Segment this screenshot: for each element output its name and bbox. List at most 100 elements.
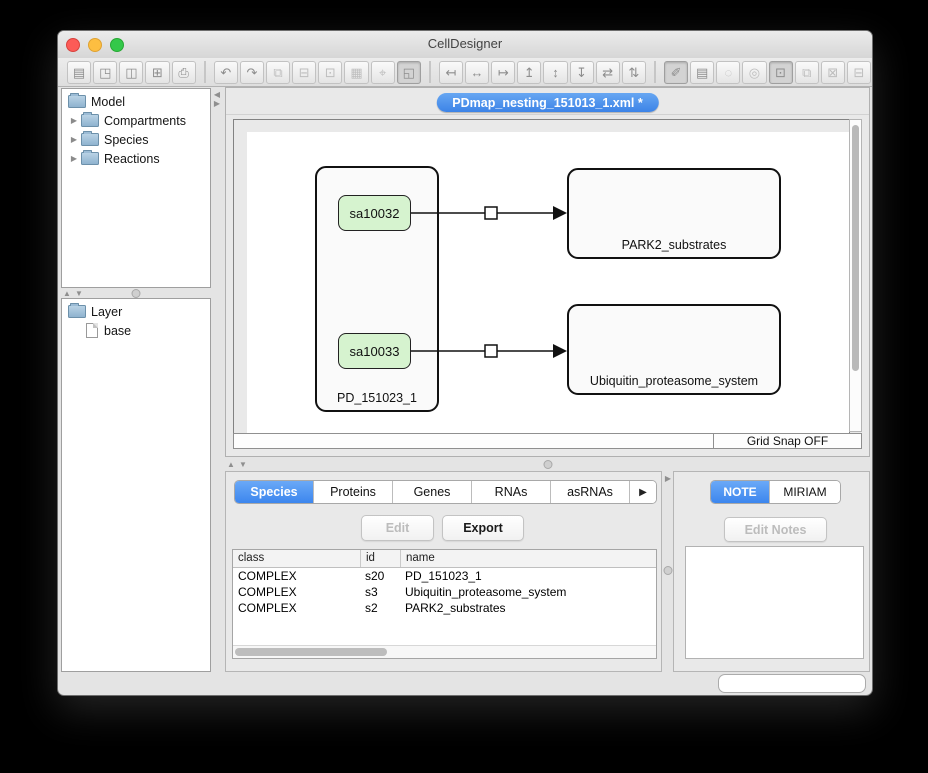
tab-genes[interactable]: Genes [392,481,471,503]
arrowhead-icon [553,206,567,220]
redo-button[interactable]: ↷ [240,61,264,84]
bottom-splitter[interactable]: ▲ ▼ [225,457,870,471]
print-button[interactable]: ⎙ [172,61,196,84]
duplicate-button[interactable]: ⊡ [318,61,342,84]
collapse-down-icon[interactable]: ▼ [73,289,85,298]
properties-button[interactable]: ▤ [690,61,714,84]
notes-tab-bar: NOTE MIRIAM [710,480,841,504]
bottom-middle-splitter[interactable]: ▶ [662,471,673,672]
canvas-vertical-scrollbar[interactable] [849,119,862,432]
group-view-button[interactable]: ⊟ [847,61,871,84]
expand-right-icon[interactable]: ▶ [211,99,223,108]
tree-splitter[interactable]: ▲ ▼ [61,288,211,298]
save-as-button[interactable]: ⊞ [145,61,169,84]
disclosure-triangle-icon[interactable]: ▶ [69,154,79,163]
tree-item-layer[interactable]: Layer [62,302,210,321]
redo-icon: ↷ [246,66,257,79]
edit-notes-button[interactable]: Edit Notes [724,517,827,542]
align-v-center-button[interactable]: ↕ [543,61,567,84]
tree-item-compartments[interactable]: ▶ Compartments [62,111,210,130]
tab-overflow-icon: ▶ [639,487,647,498]
tab-species[interactable]: Species [235,481,313,503]
collapse-up-icon[interactable]: ▲ [225,460,237,469]
layer-notes-button[interactable]: ⊡ [769,61,793,84]
tree-item-label: Species [104,133,148,147]
tree-item-reactions[interactable]: ▶ Reactions [62,149,210,168]
table-row[interactable]: COMPLEX s20 PD_151023_1 [233,568,656,584]
edit-button[interactable]: Edit [361,515,434,541]
tab-asrnas[interactable]: asRNAs [550,481,629,503]
collapse-down-icon[interactable]: ▼ [237,460,249,469]
distribute-h-icon: ⇄ [602,66,613,79]
align-left-button[interactable]: ↤ [439,61,463,84]
complex-view-a-button[interactable]: ⧉ [795,61,819,84]
complex-view-b-button[interactable]: ⊠ [821,61,845,84]
tree-item-species[interactable]: ▶ Species [62,130,210,149]
scrollbar-thumb[interactable] [852,125,859,371]
paint-button[interactable]: ✐ [664,61,688,84]
paste-button[interactable]: ⊟ [292,61,316,84]
column-header-class[interactable]: class [233,550,360,567]
duplicate-icon: ⊡ [325,66,336,79]
splitter-grip[interactable] [543,460,552,469]
align-h-center-button[interactable]: ↔ [465,61,489,84]
left-splitter[interactable]: ◀ ▶ [211,88,225,672]
species-display-b-button[interactable]: ◎ [742,61,766,84]
copy-button[interactable]: ⧉ [266,61,290,84]
table-header: class id name [233,550,656,568]
export-button[interactable]: Export [442,515,524,541]
tab-miriam[interactable]: MIRIAM [769,481,840,503]
distribute-v-icon: ⇅ [628,66,639,79]
distribute-h-button[interactable]: ⇄ [596,61,620,84]
tree-item-model[interactable]: Model [62,92,210,111]
species-display-a-button[interactable]: ◌ [716,61,740,84]
tab-rnas[interactable]: RNAs [471,481,550,503]
splitter-grip[interactable] [663,566,672,575]
tab-note[interactable]: NOTE [711,481,769,503]
collapse-up-icon[interactable]: ▲ [61,289,73,298]
layer-tree-panel[interactable]: Layer base [61,298,211,672]
grid-snap-status: Grid Snap OFF [713,433,862,449]
column-header-id[interactable]: id [360,550,400,567]
tab-proteins[interactable]: Proteins [313,481,392,503]
document-tab[interactable]: PDmap_nesting_151013_1.xml * [436,93,658,112]
canvas-panel: PDmap_nesting_151013_1.xml * PD_151023_1… [225,87,870,457]
save-button[interactable]: ◫ [119,61,143,84]
canvas-horizontal-scrollbar[interactable] [233,433,714,449]
distribute-v-button[interactable]: ⇅ [622,61,646,84]
species-display-a-icon: ◌ [724,66,732,79]
table-horizontal-scrollbar[interactable] [233,645,656,658]
scrollbar-thumb[interactable] [235,648,387,656]
tree-item-base-layer[interactable]: base [62,321,210,340]
diagram-canvas[interactable]: PD_151023_1 sa10032 sa10033 PARK2_substr… [233,119,850,434]
column-header-name[interactable]: name [400,550,656,567]
table-row[interactable]: COMPLEX s3 Ubiquitin_proteasome_system [233,584,656,600]
open-button[interactable]: ◳ [93,61,117,84]
status-field[interactable] [718,674,866,693]
tab-overflow-button[interactable]: ▶ [629,481,656,503]
birds-eye-button[interactable]: ◱ [397,61,421,84]
pointer-button[interactable]: ⌖ [371,61,395,84]
new-button[interactable]: ▤ [67,61,91,84]
toolbar: ▤◳◫⊞⎙↶↷⧉⊟⊡▦⌖◱↤↔↦↥↕↧⇄⇅✐▤◌◎⊡⧉⊠⊟ [58,58,872,87]
disclosure-triangle-icon[interactable]: ▶ [69,135,79,144]
align-bottom-button[interactable]: ↧ [570,61,594,84]
reaction-arrows [234,120,849,433]
document-tab-label: PDmap_nesting_151013_1.xml * [452,96,642,110]
table-row[interactable]: COMPLEX s2 PARK2_substrates [233,600,656,616]
title-bar[interactable]: CellDesigner [58,31,872,59]
new-icon: ▤ [73,66,85,79]
folder-icon [81,133,99,146]
align-top-button[interactable]: ↥ [517,61,541,84]
undo-button[interactable]: ↶ [214,61,238,84]
splitter-grip[interactable] [132,289,141,298]
reaction-arrow-1[interactable] [411,206,567,220]
select-area-button[interactable]: ▦ [344,61,368,84]
align-right-button[interactable]: ↦ [491,61,515,84]
disclosure-triangle-icon[interactable]: ▶ [69,116,79,125]
collapse-left-icon[interactable]: ◀ [211,90,223,99]
model-tree-panel[interactable]: Model ▶ Compartments ▶ Species ▶ Reactio… [61,88,211,288]
align-v-center-icon: ↕ [552,66,559,79]
reaction-arrow-2[interactable] [411,344,567,358]
notes-text-area[interactable] [685,546,864,659]
